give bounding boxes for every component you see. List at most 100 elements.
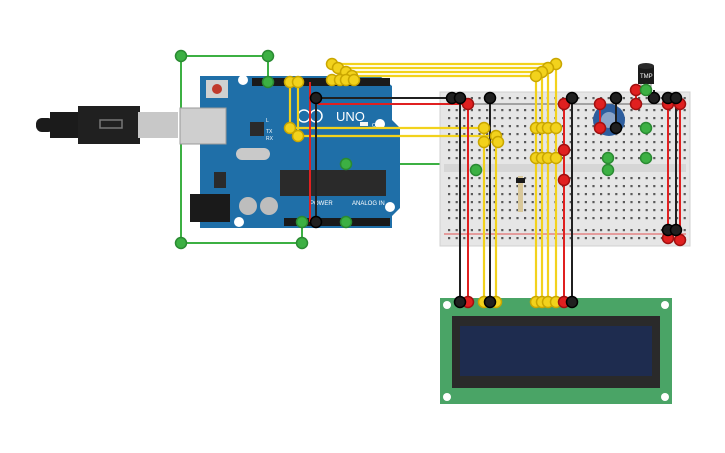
breadboard-hole[interactable] [569,133,572,136]
breadboard-hole[interactable] [577,125,580,128]
breadboard-hole[interactable] [630,201,633,204]
breadboard-hole[interactable] [660,217,663,220]
breadboard-hole[interactable] [584,217,587,220]
breadboard-hole[interactable] [676,201,679,204]
breadboard-hole[interactable] [539,117,542,120]
breadboard-hole[interactable] [660,125,663,128]
breadboard-hole[interactable] [653,117,656,120]
breadboard-hole[interactable] [516,109,519,112]
breadboard-hole[interactable] [668,125,671,128]
breadboard-hole[interactable] [676,217,679,220]
breadboard-hole[interactable] [455,209,458,212]
breadboard-hole[interactable] [668,193,671,196]
breadboard-hole[interactable] [592,133,595,136]
breadboard-hole[interactable] [539,201,542,204]
breadboard-hole[interactable] [463,177,466,180]
breadboard-hole[interactable] [569,237,572,240]
breadboard-hole[interactable] [577,97,580,100]
breadboard-hole[interactable] [524,237,527,240]
breadboard-hole[interactable] [615,237,618,240]
breadboard-hole[interactable] [592,141,595,144]
breadboard-hole[interactable] [622,185,625,188]
breadboard-hole[interactable] [600,229,603,232]
breadboard-hole[interactable] [676,185,679,188]
breadboard-hole[interactable] [516,193,519,196]
breadboard-hole[interactable] [645,109,648,112]
breadboard-hole[interactable] [584,237,587,240]
breadboard-hole[interactable] [524,149,527,152]
breadboard-hole[interactable] [592,237,595,240]
breadboard-hole[interactable] [493,217,496,220]
breadboard-hole[interactable] [516,229,519,232]
breadboard-hole[interactable] [463,209,466,212]
resistor[interactable] [516,176,525,212]
breadboard-hole[interactable] [622,141,625,144]
wire-endpoint[interactable] [174,236,188,250]
arduino-uno-board[interactable]: UNO ANALOG IN POWER ON L TX RX [179,75,400,228]
breadboard-hole[interactable] [584,157,587,160]
breadboard-hole[interactable] [539,185,542,188]
breadboard-hole[interactable] [653,201,656,204]
breadboard-hole[interactable] [470,193,473,196]
breadboard-hole[interactable] [508,97,511,100]
breadboard-hole[interactable] [676,193,679,196]
breadboard-hole[interactable] [531,201,534,204]
breadboard-hole[interactable] [653,185,656,188]
breadboard-hole[interactable] [592,209,595,212]
usb-cable[interactable] [36,106,178,144]
breadboard-hole[interactable] [493,117,496,120]
wire-endpoint[interactable] [309,215,323,229]
breadboard-hole[interactable] [600,209,603,212]
breadboard-hole[interactable] [569,125,572,128]
breadboard-hole[interactable] [638,133,641,136]
breadboard-hole[interactable] [493,149,496,152]
breadboard-hole[interactable] [600,193,603,196]
breadboard-hole[interactable] [622,229,625,232]
breadboard-hole[interactable] [470,229,473,232]
breadboard-hole[interactable] [577,149,580,152]
breadboard-hole[interactable] [645,193,648,196]
breadboard-hole[interactable] [638,177,641,180]
breadboard-hole[interactable] [577,193,580,196]
breadboard-hole[interactable] [478,117,481,120]
breadboard-hole[interactable] [584,149,587,152]
breadboard-hole[interactable] [569,141,572,144]
breadboard-hole[interactable] [584,185,587,188]
breadboard-hole[interactable] [524,209,527,212]
breadboard-hole[interactable] [584,177,587,180]
yellow-wires[interactable] [288,62,558,302]
breadboard-hole[interactable] [470,125,473,128]
breadboard-hole[interactable] [493,125,496,128]
breadboard-hole[interactable] [516,201,519,204]
breadboard-hole[interactable] [645,237,648,240]
breadboard-hole[interactable] [508,109,511,112]
breadboard-hole[interactable] [584,141,587,144]
breadboard-hole[interactable] [577,209,580,212]
breadboard-hole[interactable] [638,209,641,212]
breadboard-hole[interactable] [493,209,496,212]
breadboard-hole[interactable] [470,217,473,220]
breadboard-hole[interactable] [683,217,686,220]
digital-header[interactable] [252,78,390,86]
breadboard-hole[interactable] [493,193,496,196]
breadboard-hole[interactable] [630,209,633,212]
breadboard-hole[interactable] [615,229,618,232]
breadboard-hole[interactable] [577,201,580,204]
breadboard-hole[interactable] [668,177,671,180]
wire-endpoint[interactable] [557,173,571,187]
breadboard-hole[interactable] [615,185,618,188]
breadboard-hole[interactable] [584,125,587,128]
wire-endpoint[interactable] [639,151,653,165]
wire-endpoint[interactable] [291,129,305,143]
breadboard-hole[interactable] [531,133,534,136]
breadboard-hole[interactable] [448,117,451,120]
breadboard-hole[interactable] [478,149,481,152]
breadboard-hole[interactable] [638,237,641,240]
breadboard-hole[interactable] [660,149,663,152]
breadboard-hole[interactable] [653,217,656,220]
breadboard-hole[interactable] [493,157,496,160]
wire-endpoint[interactable] [483,295,497,309]
breadboard-hole[interactable] [508,237,511,240]
breadboard-hole[interactable] [524,157,527,160]
breadboard-hole[interactable] [508,201,511,204]
